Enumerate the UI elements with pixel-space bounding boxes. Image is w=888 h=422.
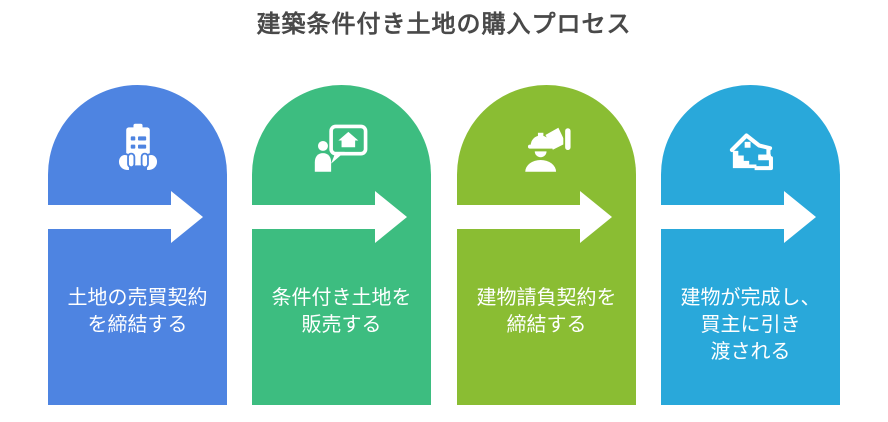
- step-column-3: 建物請負契約を 締結する: [449, 85, 636, 405]
- step-label: 建物が完成し、 買主に引き 渡される: [680, 287, 821, 363]
- page-title: 建築条件付き土地の購入プロセス: [256, 11, 632, 38]
- step-column-1: 土地の売買契約 を締結する: [40, 85, 227, 405]
- step-label: 条件付き土地を 販売する: [271, 287, 412, 336]
- agent-house-speech-bubble-icon: [314, 124, 367, 172]
- flow-arrow-icon: [244, 191, 407, 243]
- completed-house-handover-icon: [729, 133, 773, 171]
- flow-arrow-icon: [449, 191, 612, 243]
- step-column-2: 条件付き土地を 販売する: [244, 85, 431, 405]
- step-label: 建物請負契約を 締結する: [476, 287, 617, 336]
- flow-arrow-icon: [40, 191, 203, 243]
- step-column-4: 建物が完成し、 買主に引き 渡される: [653, 85, 840, 405]
- contract-in-hands-icon: [116, 123, 159, 172]
- step-label: 土地の売買契約 を締結する: [67, 287, 208, 336]
- flow-arrow-icon: [653, 191, 816, 243]
- construction-worker-blueprint-icon: [524, 125, 572, 172]
